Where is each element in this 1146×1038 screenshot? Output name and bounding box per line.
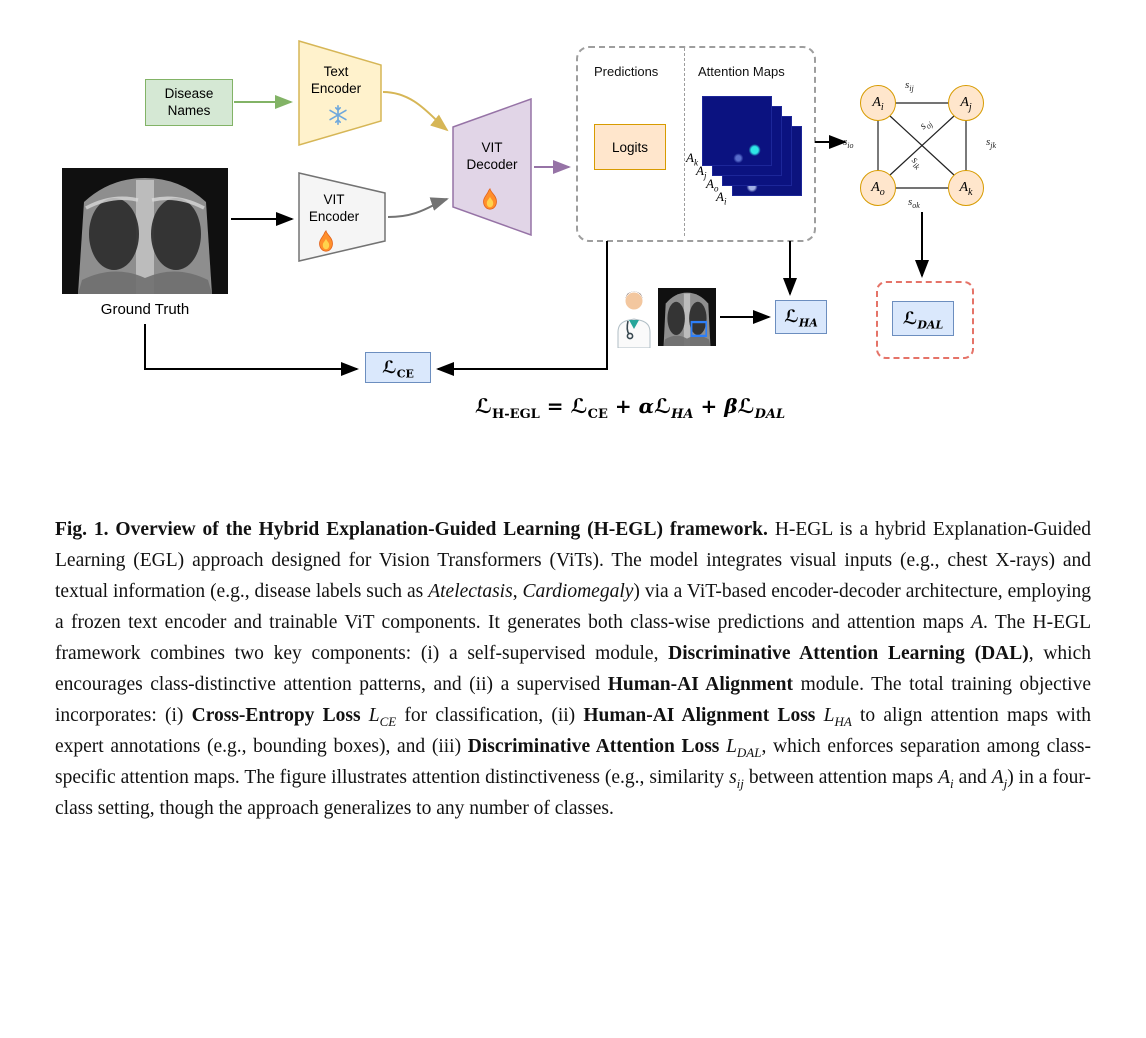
vit-decoder-label: VIT Decoder: [466, 140, 518, 172]
edge-label-sij: sij: [905, 79, 914, 94]
attention-map-label-aj: Aj: [696, 163, 707, 181]
arrow-ground-truth-to-ce: [144, 324, 359, 376]
attention-map-label-ao: Ao: [706, 176, 719, 194]
graph-node-aj: Aj: [948, 85, 984, 121]
logits-box: Logits: [594, 124, 666, 170]
loss-ha-box: ℒHA: [775, 300, 827, 334]
attention-map-ak: [702, 96, 772, 166]
ground-truth-label: Ground Truth: [100, 301, 190, 318]
graph-edges: [877, 102, 967, 189]
vit-encoder-label: VIT Encoder: [308, 192, 360, 224]
arrow-vit-encoder-to-decoder: [387, 197, 449, 218]
bounding-box: [690, 320, 708, 338]
arrows-layer: [144, 91, 967, 376]
xray-thumbnail: [658, 288, 716, 346]
attention-map-label-ak: Ak: [686, 150, 698, 168]
loss-dal-box: ℒDAL: [892, 301, 954, 336]
snowflake-icon: [329, 105, 347, 125]
graph-node-ai: Ai: [860, 85, 896, 121]
figure-caption: Fig. 1. Overview of the Hybrid Explanati…: [55, 519, 1092, 819]
predictions-header: Predictions: [594, 64, 659, 79]
text-encoder-shape: [298, 40, 382, 146]
total-loss-formula: ℒH-EGL = ℒCE + αℒHA + βℒDAL: [474, 394, 786, 422]
arrow-predictions-to-ce: [436, 241, 608, 376]
graph-node-ao: Ao: [860, 170, 896, 206]
vit-decoder-shape: [452, 98, 532, 236]
doctor-icon: [617, 291, 651, 348]
flame-icon-encoder: [319, 230, 333, 252]
attention-maps-header: Attention Maps: [698, 64, 785, 79]
xray-image: [62, 168, 228, 294]
dal-dashed-box: [876, 281, 974, 359]
predictions-panel: [576, 46, 816, 242]
text-encoder-label: Text Encoder: [310, 64, 362, 96]
edge-label-sjk: sjk: [986, 136, 997, 151]
panel-divider: [684, 48, 685, 236]
disease-names-box: Disease Names: [145, 79, 233, 126]
flame-icon-decoder: [483, 188, 497, 210]
loss-ce-box: ℒCE: [365, 352, 431, 383]
arrow-text-encoder-to-decoder: [382, 91, 449, 132]
edge-label-sok: sok: [908, 196, 920, 211]
attention-map-label-ai: Ai: [716, 189, 727, 207]
graph-edge-oj: [889, 115, 955, 176]
graph-node-ak: Ak: [948, 170, 984, 206]
